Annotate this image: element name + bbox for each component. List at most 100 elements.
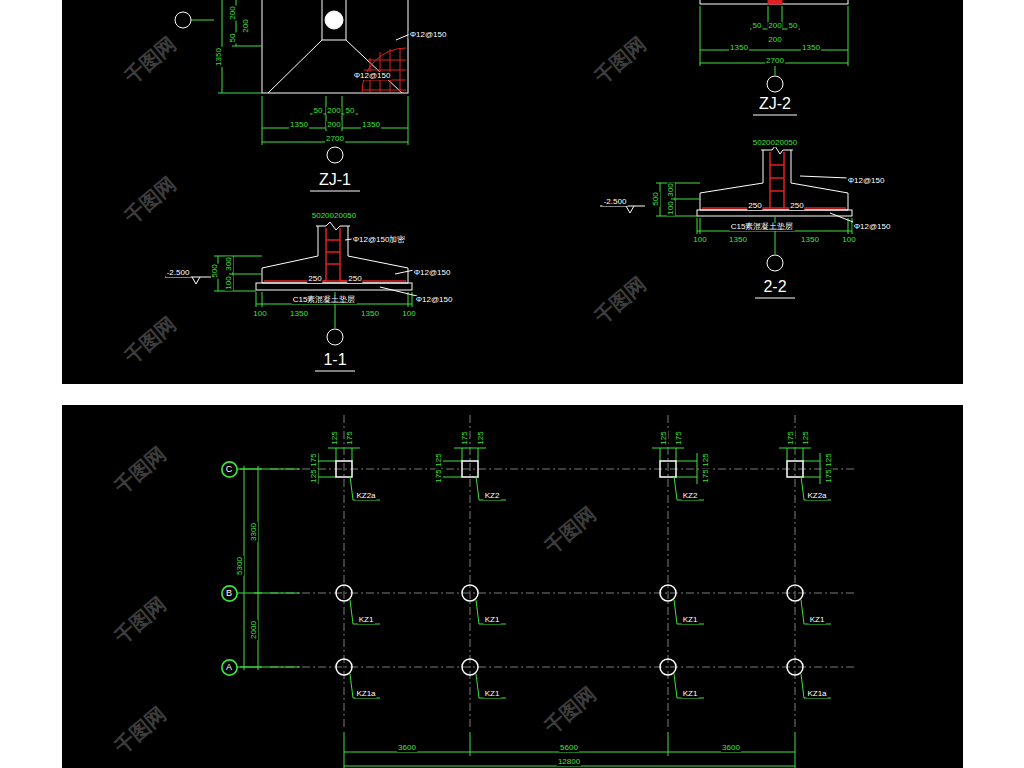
watermark: 千图网 bbox=[541, 503, 600, 557]
note-text: 250 bbox=[347, 275, 362, 283]
dimension-text: 1350 bbox=[360, 310, 380, 318]
dimension-text: 100 bbox=[692, 229, 707, 245]
note-text: Φ12@150 bbox=[853, 216, 892, 232]
watermark: 千图网 bbox=[541, 503, 600, 557]
dimension-text: 1350 bbox=[360, 303, 380, 319]
dimension-text: 200 bbox=[326, 100, 341, 116]
dimension-text: 1350 bbox=[361, 121, 381, 129]
dimension-text: 100 bbox=[401, 310, 416, 318]
dimension-text: 300 bbox=[218, 256, 234, 271]
note-text: KZ1 bbox=[809, 609, 826, 625]
watermark: 千图网 bbox=[121, 313, 180, 367]
note-text: C15素混凝土垫层 bbox=[730, 216, 795, 232]
drawing-title: ZJ-1 bbox=[317, 172, 353, 188]
note-text: Φ12@150 bbox=[847, 170, 886, 186]
dimension-text: 1350 bbox=[729, 37, 749, 53]
note-text: KZ1 bbox=[484, 683, 501, 699]
dimension-text: 125 bbox=[324, 430, 340, 445]
dimension-text: 5020020050 bbox=[311, 205, 358, 221]
note-text: KZ1 bbox=[484, 609, 501, 625]
dimension-text: 100 bbox=[667, 200, 675, 215]
dimension-text: 125 bbox=[695, 452, 711, 467]
dimension-text: 5300 bbox=[229, 556, 245, 576]
dimension-text: 1350 bbox=[800, 229, 820, 245]
dimension-text: 100 bbox=[841, 236, 856, 244]
note-text: 250 bbox=[307, 268, 322, 284]
zj2-plan bbox=[700, 0, 848, 115]
note-text: KZ1 bbox=[809, 616, 826, 624]
dimension-text: 125 bbox=[331, 430, 339, 445]
dimension-text: 500 bbox=[652, 191, 660, 206]
dimension-text: 50 bbox=[313, 100, 324, 116]
dimension-text: 200 bbox=[326, 121, 341, 129]
dimension-text: 1350 bbox=[801, 37, 821, 53]
axis-bubble: B bbox=[221, 585, 238, 602]
axis-letter: A bbox=[226, 662, 232, 672]
dimension-text: 5600 bbox=[559, 744, 579, 752]
watermark: 千图网 bbox=[591, 273, 650, 327]
watermark: 千图网 bbox=[541, 683, 600, 737]
dimension-text: 125 bbox=[428, 452, 444, 467]
note-text: KZ2 bbox=[484, 492, 501, 500]
dimension-text: 200 bbox=[767, 15, 782, 31]
watermark: 千图网 bbox=[121, 173, 180, 227]
note-text: KZ1 bbox=[484, 616, 501, 624]
watermark: 千图网 bbox=[591, 33, 650, 87]
dimension-text: 5020020050 bbox=[752, 132, 799, 148]
dimension-text: 175 bbox=[787, 430, 795, 445]
dimension-text: 125 bbox=[660, 430, 668, 445]
dimension-text: 2700 bbox=[325, 135, 345, 143]
drawing-title: 1-1 bbox=[321, 352, 348, 368]
dimension-text: 175 bbox=[435, 468, 443, 483]
note-text: 250 bbox=[789, 202, 804, 210]
dimension-text: 3300 bbox=[243, 522, 259, 542]
dimension-text: 1350 bbox=[215, 47, 223, 67]
watermark: 千图网 bbox=[541, 683, 600, 737]
dimension-text: 175 bbox=[428, 468, 444, 483]
top-panel bbox=[62, 0, 963, 384]
dimension-text: 200 bbox=[242, 18, 250, 33]
note-text: KZ2 bbox=[682, 492, 699, 500]
dimension-text: 125 bbox=[477, 430, 485, 445]
note-text: C15素混凝土垫层 bbox=[730, 223, 795, 231]
dimension-text: 3600 bbox=[397, 737, 417, 753]
note-text: Φ12@150 bbox=[415, 289, 454, 305]
dimension-text: 2000 bbox=[243, 620, 259, 640]
note-text: KZ1 bbox=[682, 616, 699, 624]
dimension-text: 100 bbox=[401, 303, 416, 319]
note-text: Φ12@150 bbox=[413, 262, 452, 278]
dimension-text: 200 bbox=[229, 5, 237, 20]
note-text: KZ2a bbox=[806, 492, 827, 500]
dimension-text: 50 bbox=[752, 15, 763, 31]
note-text: C15素混凝土垫层 bbox=[292, 296, 357, 304]
dimension-text: 12800 bbox=[557, 751, 581, 767]
note-text: Φ12@150 bbox=[853, 223, 892, 231]
note-text: Φ12@150加密 bbox=[352, 229, 407, 245]
dimension-text: 175 bbox=[339, 430, 355, 445]
note-text: KZ2 bbox=[484, 485, 501, 501]
dimension-text: 175 bbox=[695, 468, 711, 483]
note-text: C15素混凝土垫层 bbox=[292, 289, 357, 305]
dimension-text: 175 bbox=[668, 430, 684, 445]
dimension-text: 175 bbox=[818, 468, 834, 483]
dimension-text: 50 bbox=[788, 22, 799, 30]
note-text: -2.500 bbox=[603, 191, 628, 207]
dimension-text: 175 bbox=[461, 430, 469, 445]
drawing-title: ZJ-1 bbox=[317, 172, 353, 188]
dimension-text: 100 bbox=[841, 229, 856, 245]
dimension-text: 300 bbox=[660, 182, 676, 197]
note-text: Φ12@150 bbox=[409, 24, 448, 40]
dimension-text: 1350 bbox=[800, 236, 820, 244]
dimension-text: 3600 bbox=[397, 744, 417, 752]
dimension-text: 500 bbox=[204, 263, 220, 278]
dimension-text: 5020020050 bbox=[311, 212, 358, 220]
dimension-text: 12800 bbox=[557, 758, 581, 766]
dimension-text: 1350 bbox=[208, 47, 224, 67]
watermark: 千图网 bbox=[111, 703, 170, 757]
dimension-text: 1350 bbox=[728, 229, 748, 245]
watermark: 千图网 bbox=[121, 313, 180, 367]
note-text: -2.500 bbox=[603, 198, 628, 206]
dimension-text: 500 bbox=[211, 263, 219, 278]
note-text: -2.500 bbox=[166, 269, 191, 277]
dimension-text: 50 bbox=[313, 107, 324, 115]
